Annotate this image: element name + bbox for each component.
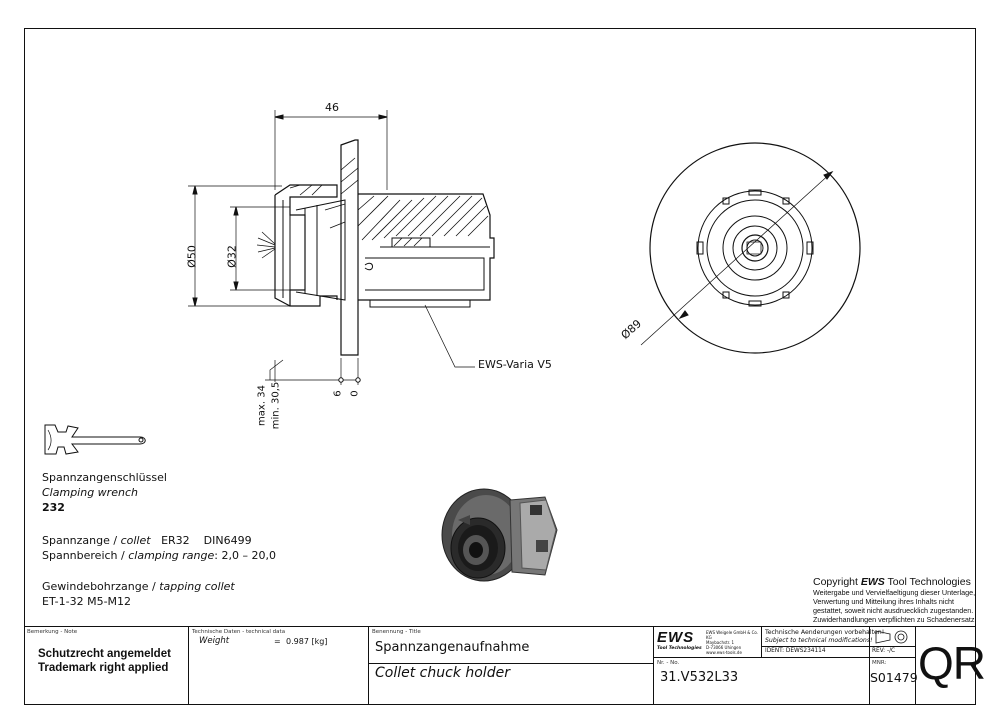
wrench-info: Spannzangenschlüssel Clamping wrench 232 xyxy=(42,470,167,515)
drawing-number: 31.V532L33 xyxy=(660,670,739,685)
wrench-number: 232 xyxy=(42,501,65,514)
note-cell: Bemerkung - Note Schutzrecht angemeldet … xyxy=(24,627,189,705)
title-de: Spannzangenaufnahme xyxy=(375,640,530,655)
dim-dia-outer: Ø50 xyxy=(185,245,199,268)
revision: REV: -/C xyxy=(872,648,896,654)
projection-cell: REV: -/C xyxy=(870,627,916,658)
weight-label: Weight xyxy=(199,636,230,646)
ews-logo: EWS xyxy=(657,629,695,646)
mnr-value: S01479 xyxy=(870,670,918,685)
dim-max: max. 34 xyxy=(256,385,268,426)
qr-cell: QR xyxy=(916,627,986,705)
qr-mark: QR xyxy=(918,637,986,689)
note-line2: Trademark right applied xyxy=(38,662,169,674)
spec-tapping: Gewindebohrzange / tapping collet xyxy=(42,580,235,593)
title-block: Bemerkung - Note Schutzrecht angemeldet … xyxy=(24,626,986,705)
dim-width: 46 xyxy=(325,101,339,114)
spec-tapping-value: ET-1-32 M5-M12 xyxy=(42,595,132,608)
spec-range: Spannbereich / clamping range: 2,0 – 20,… xyxy=(42,549,276,562)
ident: IDENT: DEWS234114 xyxy=(765,648,826,654)
dim-min: min. 30,5 xyxy=(270,381,282,430)
wrench-label-en: Clamping wrench xyxy=(42,486,138,499)
specs: Spannzange / collet ER32 DIN6499 Spannbe… xyxy=(42,533,276,609)
note-line1: Schutzrecht angemeldet xyxy=(38,648,171,660)
varia-label: EWS-Varia V5 xyxy=(478,358,552,371)
change-cell: Technische Aenderungen vorbehalten! Subj… xyxy=(762,627,884,658)
title-en: Collet chuck holder xyxy=(375,665,510,681)
collet-chuck-render xyxy=(441,488,558,582)
spec-collet: Spannzange / collet ER32 DIN6499 xyxy=(42,534,252,547)
company-cell: EWS Tool Technologies EWS Weigele GmbH &… xyxy=(654,627,762,658)
tech-data-cell: Technische Daten - technical data Weight… xyxy=(189,627,369,705)
dim-dia-inner: Ø32 xyxy=(225,245,239,268)
copyright-block: Copyright EWS Tool Technologies Weiterga… xyxy=(813,576,977,624)
title-cell: Benennung - Title Spannzangenaufnahme Co… xyxy=(369,627,654,705)
weight-value: 0.987 [kg] xyxy=(286,637,328,646)
dim-zero: 0 xyxy=(349,390,361,397)
number-cell: Nr. - No. 31.V532L33 xyxy=(654,658,870,705)
wrench-label-de: Spannzangenschlüssel xyxy=(42,471,167,484)
copyright-heading: Copyright EWS Tool Technologies xyxy=(813,576,971,588)
projection-symbol-icon xyxy=(875,630,908,644)
dim-six: 6 xyxy=(332,390,344,397)
mnr-cell: MNR: S01479 xyxy=(870,658,918,705)
drawing-frame xyxy=(24,28,976,705)
